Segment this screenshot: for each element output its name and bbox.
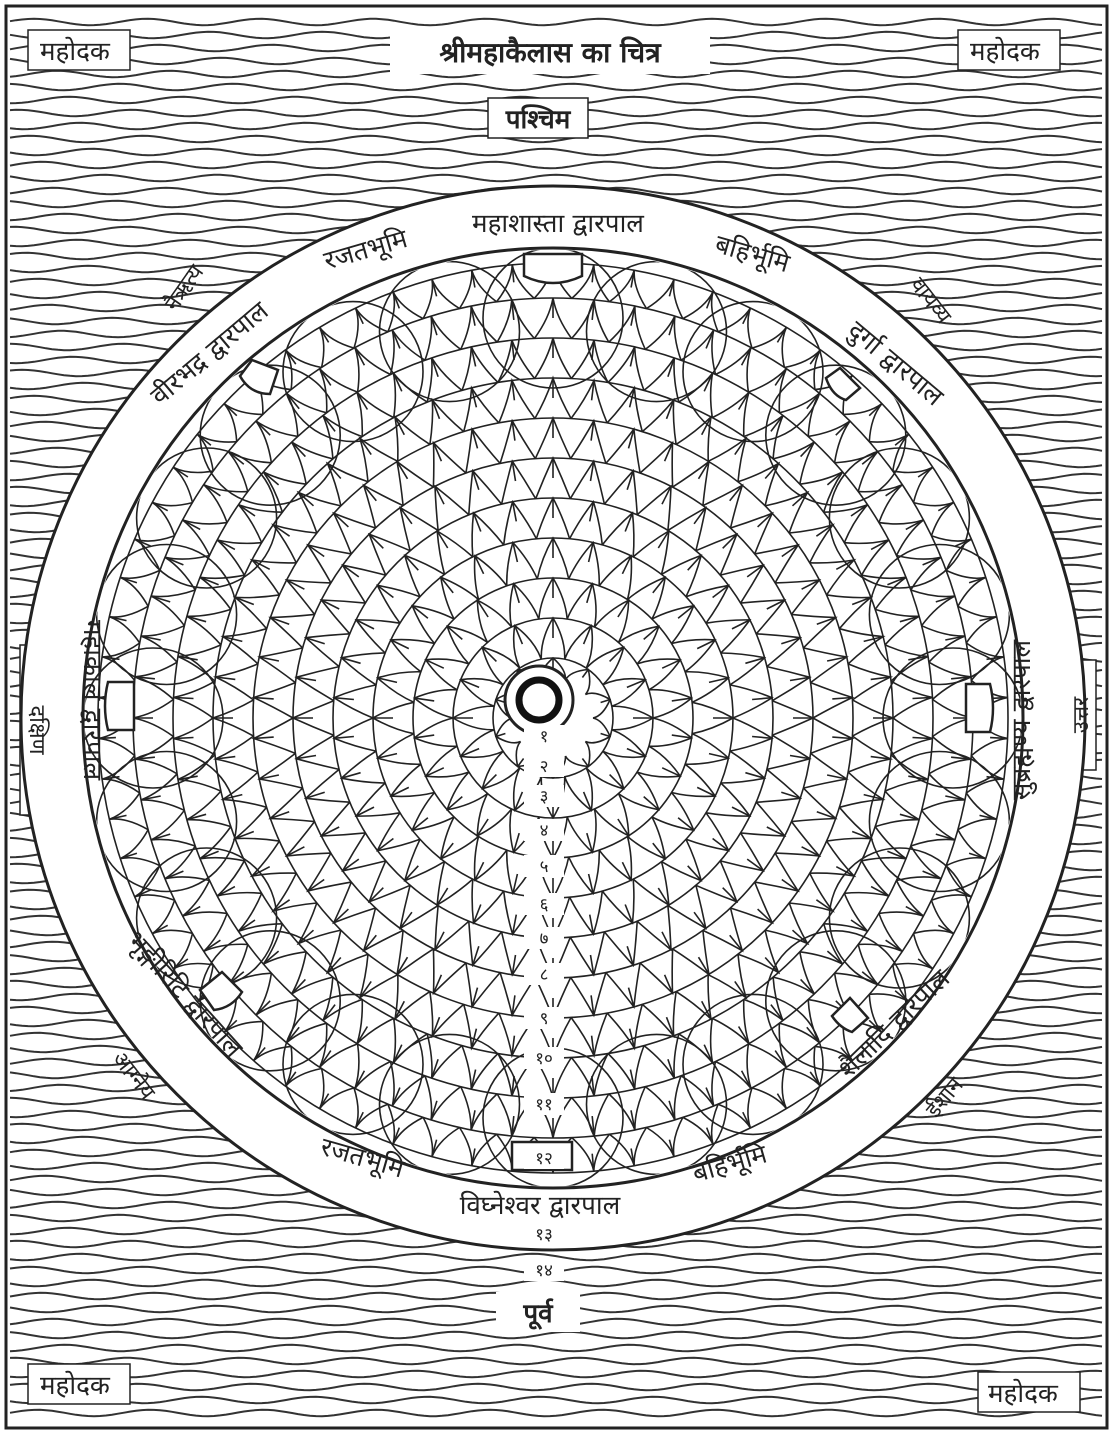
ocean-label-top-right: महोदक [970,36,1041,67]
ring-number: ५ [540,857,549,877]
ring-number: १२ [535,1149,553,1169]
ring-number: ११ [535,1095,553,1115]
ring-number: १४ [535,1261,553,1281]
ring-number: ८ [540,965,549,985]
ring-number: १३ [535,1225,553,1245]
ring-label-left-gate: महाकाल द्वारपाल [77,620,107,781]
ring-number: ९ [540,1009,549,1029]
ring-number: ६ [540,895,549,915]
ring-label-right-gate: सुब्रह्मण्य द्वारपाल [1007,639,1037,800]
ring-number: १० [535,1049,553,1069]
ring-label-bottom-center: विघ्नेश्वर द्वारपाल [460,1190,621,1221]
direction-west: पश्चिम [505,104,572,135]
ring-number: २ [540,757,549,777]
ring-label-top-center: महाशास्ता द्वारपाल [472,209,644,239]
direction-east: पूर्व [522,1298,554,1330]
ring-number: ७ [540,929,549,949]
direction-north: उत्तर [1069,696,1094,733]
ocean-label-bottom-right: महोदक [988,1378,1059,1409]
ocean-label-bottom-left: महोदक [40,1370,111,1401]
ring-number: ३ [540,787,549,807]
direction-south: दक्षिण [24,705,50,755]
ring-number: ४ [540,821,549,841]
ring-number: १ [540,727,549,747]
page-title: श्रीमहाकैलास का चित्र [439,36,662,69]
ocean-label-top-left: महोदक [40,36,111,67]
central-bindu [505,666,573,734]
